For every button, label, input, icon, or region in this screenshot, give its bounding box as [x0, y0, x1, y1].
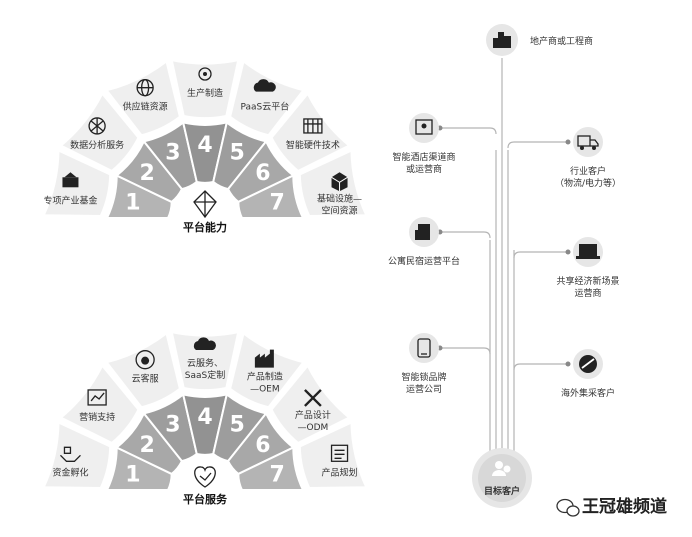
globe-icon: [136, 79, 154, 97]
capability-number-1: 1: [125, 191, 140, 216]
smart-lock-phone-icon: [417, 338, 431, 358]
right-dot-2: [565, 249, 571, 255]
cloud-service-icon: [193, 337, 216, 350]
planning-board-icon: [330, 444, 349, 462]
city-building-icon: [493, 32, 511, 48]
service-number-4: 4: [197, 405, 212, 430]
left-customer-2: 公寓民宿运营平台: [388, 255, 460, 267]
wechat-icon: [556, 498, 580, 517]
data-network-icon: [88, 117, 106, 135]
handshake-money-icon: [60, 446, 81, 462]
service-card-3: [103, 329, 183, 410]
right-customer-1: 行业客户（物流/电力等）: [555, 165, 621, 189]
service-segment-7: [237, 445, 305, 491]
capability-card-3: [103, 57, 183, 138]
service-item-2: 营销支持: [79, 411, 115, 423]
left-branch-1: [440, 127, 497, 135]
service-item-7: 产品规划: [322, 466, 358, 478]
target-node-inner: [478, 454, 526, 502]
people-icon: [492, 461, 511, 476]
fund-building-icon: [62, 172, 79, 188]
service-number-2: 2: [139, 433, 154, 458]
capability-item-6: 智能硬件技术: [286, 139, 340, 151]
capability-item-5: PaaS云平台: [240, 101, 289, 113]
right-dot-3: [565, 361, 571, 367]
hardware-icon: [303, 118, 323, 134]
capability-item-4: 生产制造: [187, 87, 223, 99]
right-node-1: [573, 127, 603, 157]
capability-number-4: 4: [197, 133, 212, 158]
right-dot-1: [565, 139, 571, 145]
globe-plane-icon: [579, 355, 597, 373]
design-tools-icon: [304, 389, 322, 407]
service-number-7: 7: [269, 463, 284, 488]
left-node-3: [409, 333, 439, 363]
target-customer-label: 目标客户: [484, 485, 520, 497]
service-number-1: 1: [125, 463, 140, 488]
capability-number-3: 3: [165, 140, 180, 165]
capability-number-2: 2: [139, 161, 154, 186]
service-card-6: [269, 362, 353, 446]
gear-icon: [198, 67, 212, 81]
capability-number-5: 5: [229, 140, 244, 165]
capability-item-3: 供应链资源: [123, 101, 168, 113]
service-center: [171, 456, 239, 524]
right-customer-3: 海外集采客户: [561, 387, 615, 399]
capability-number-7: 7: [269, 191, 284, 216]
eye-service-icon: [135, 350, 155, 370]
cube-icon: [331, 172, 348, 192]
heart-handshake-icon: [194, 466, 216, 488]
service-card-1: [40, 419, 113, 491]
service-item-5: 产品制造—OEM: [247, 371, 283, 395]
capability-number-6: 6: [255, 161, 270, 186]
capability-item-1: 专项产业基金: [43, 194, 97, 206]
service-number-5: 5: [229, 412, 244, 437]
service-card-2: [57, 362, 141, 446]
watermark-text: 王冠雄频道: [582, 496, 667, 517]
marketing-chart-icon: [87, 389, 107, 406]
right-branch-2: [513, 251, 568, 259]
left-customer-3: 智能锁品牌运营公司: [401, 371, 446, 395]
left-customer-1: 智能酒店渠道商或运营商: [392, 151, 455, 175]
developer-label: 地产商或工程商: [530, 35, 593, 47]
truck-icon: [577, 135, 599, 150]
apartment-icon: [415, 224, 430, 240]
right-customer-2: 共享经济新场景运营商: [556, 275, 619, 299]
hotel-icon: [415, 119, 433, 135]
service-number-6: 6: [255, 433, 270, 458]
left-branch-2: [440, 231, 491, 239]
service-card-5: [227, 329, 307, 410]
cloud-gear-icon: [253, 79, 276, 92]
service-number-3: 3: [165, 412, 180, 437]
capability-item-2: 数据分析服务: [70, 139, 124, 151]
capability-item-7: 基础设施—空间资源: [317, 192, 362, 216]
service-item-4: 云服务、SaaS定制: [185, 357, 225, 381]
capability-card-5: [227, 57, 307, 138]
left-branch-3: [440, 347, 491, 355]
diamond-icon: [193, 190, 217, 219]
laptop-icon: [576, 244, 600, 259]
capability-segment-7: [237, 173, 305, 219]
service-title: 平台服务: [183, 492, 228, 506]
service-item-6: 产品设计—ODM: [295, 409, 331, 433]
service-item-1: 资金孵化: [52, 466, 88, 478]
capability-card-4: [169, 57, 241, 121]
service-card-4: [169, 329, 241, 393]
right-branch-1: [507, 141, 568, 149]
right-branch-3: [513, 363, 568, 371]
factory-icon: [254, 349, 274, 368]
capability-title: 平台能力: [183, 220, 227, 234]
capability-card-2: [57, 90, 141, 174]
capability-card-6: [269, 90, 353, 174]
service-card-7: [297, 419, 370, 491]
service-item-3: 云客服: [132, 373, 159, 385]
